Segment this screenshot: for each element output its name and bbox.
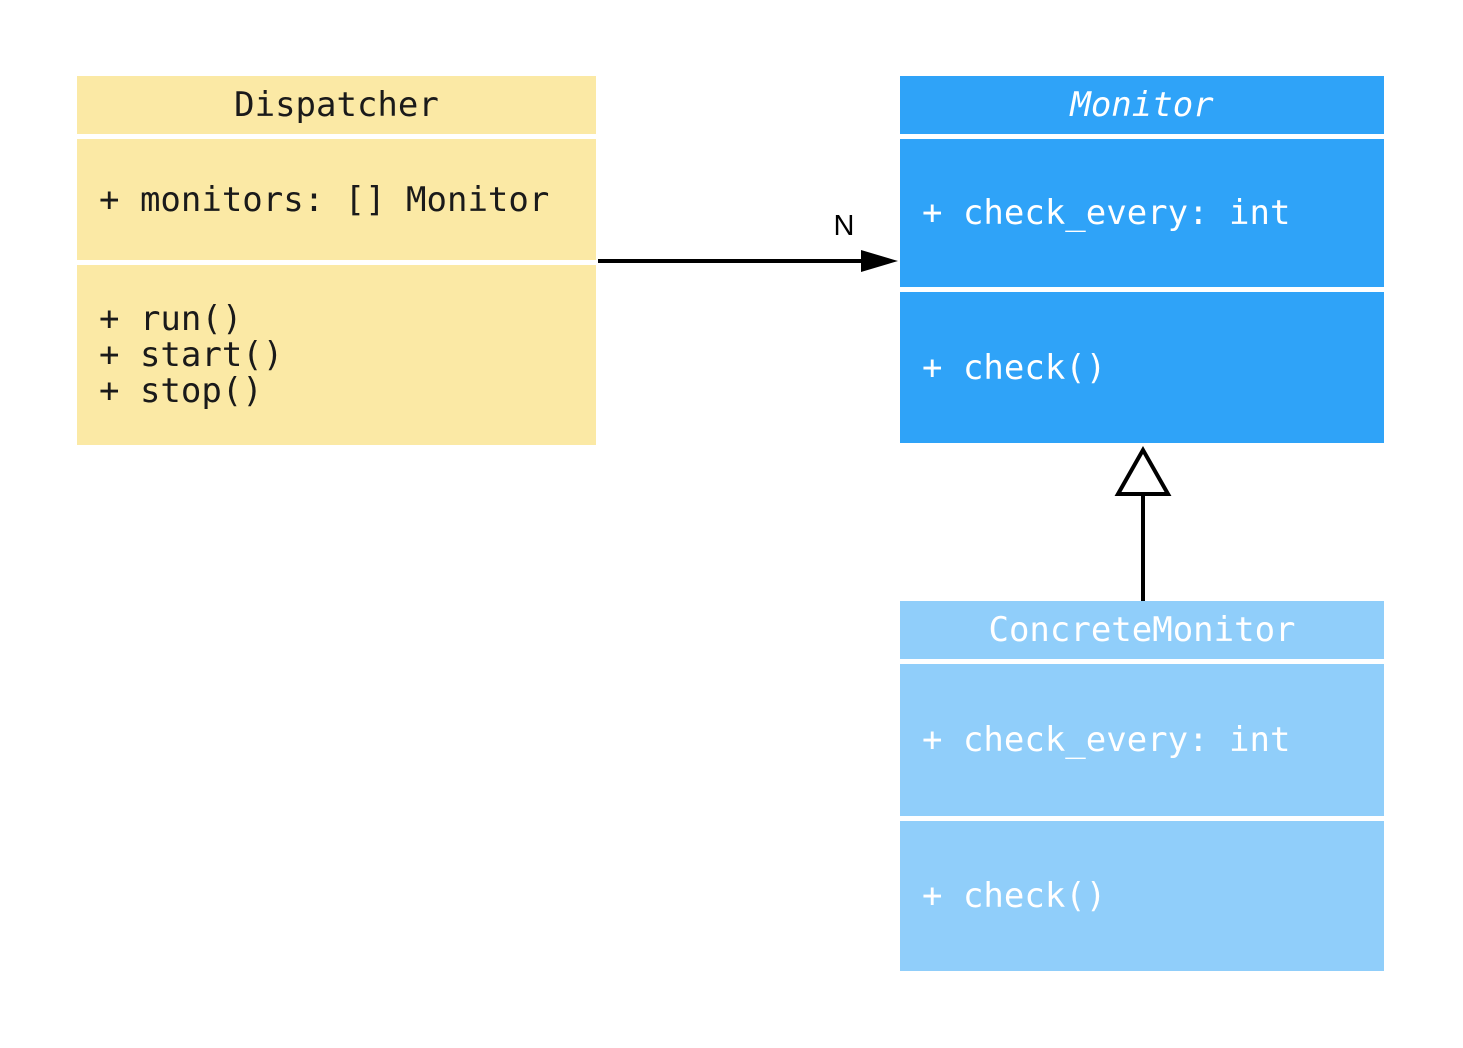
class-concretemonitor: ConcreteMonitor + check_every: int + che… — [900, 601, 1384, 971]
class-dispatcher-methods: + run() + start() + stop() — [77, 265, 596, 445]
class-monitor-header: Monitor — [900, 76, 1384, 134]
method-row: + check() — [922, 876, 1107, 916]
attribute-row: + check_every: int — [922, 720, 1291, 760]
class-dispatcher-attributes: + monitors: [] Monitor — [77, 139, 596, 260]
method-row: + start() — [99, 335, 284, 375]
association-arrowhead-icon — [861, 250, 898, 272]
class-dispatcher-title: Dispatcher — [234, 85, 439, 125]
class-monitor-methods: + check() — [900, 292, 1384, 443]
method-row: + check() — [922, 347, 1107, 388]
class-dispatcher: Dispatcher + monitors: [] Monitor + run(… — [77, 76, 596, 445]
association-multiplicity-label: N — [833, 210, 855, 242]
class-monitor-attributes: + check_every: int — [900, 139, 1384, 287]
class-concretemonitor-methods: + check() — [900, 821, 1384, 971]
attribute-row: + check_every: int — [922, 193, 1291, 233]
class-monitor: Monitor + check_every: int + check() — [900, 76, 1384, 443]
class-concretemonitor-title: ConcreteMonitor — [988, 610, 1296, 650]
attribute-row: + monitors: [] Monitor — [99, 179, 550, 220]
generalization-triangle-icon — [1114, 445, 1172, 496]
method-row: + run() — [99, 299, 243, 339]
generalization-concretemonitor-to-monitor — [1114, 445, 1172, 601]
class-concretemonitor-attributes: + check_every: int — [900, 664, 1384, 816]
class-monitor-title: Monitor — [1070, 85, 1214, 125]
association-dispatcher-to-monitor — [598, 250, 898, 272]
method-row: + stop() — [99, 371, 263, 411]
class-concretemonitor-header: ConcreteMonitor — [900, 601, 1384, 659]
class-dispatcher-header: Dispatcher — [77, 76, 596, 134]
